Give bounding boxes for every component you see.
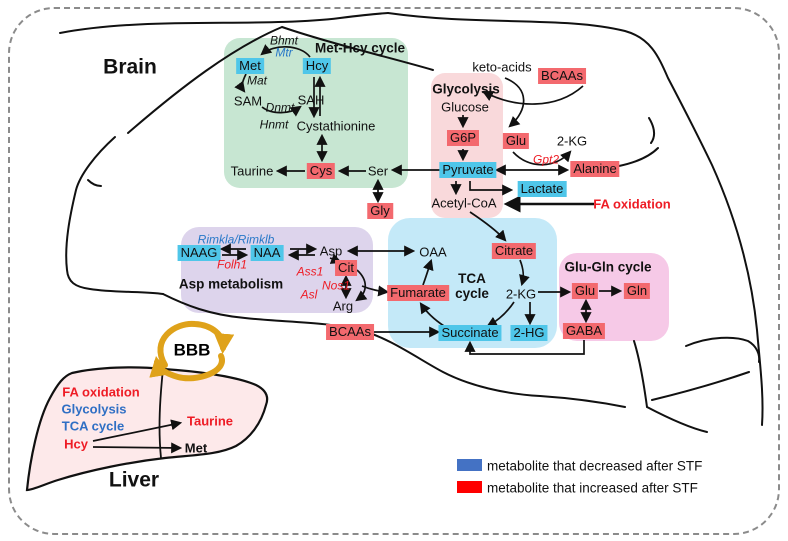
- gene-mtr: Mtr: [275, 45, 293, 60]
- metabolite-sah: SAH: [297, 92, 325, 108]
- metabolite-naa: NAA: [250, 245, 284, 261]
- bbb-cycle-icon: [149, 320, 235, 382]
- metabolite-2hg: 2-HG: [510, 325, 548, 341]
- liver-shape: [25, 366, 269, 492]
- metabolite-glu-glycolysis: Glu: [502, 133, 530, 149]
- legend-increased-label: metabolite that increased after STF: [487, 480, 698, 496]
- metabolite-citrate: Citrate: [491, 243, 537, 259]
- metabolite-ser: Ser: [367, 163, 389, 179]
- metabolite-2kg-glycolysis: 2-KG: [556, 133, 588, 149]
- tca-cycle-title: TCA cycle: [455, 271, 489, 301]
- metabolite-alanine: Alanine: [570, 161, 620, 177]
- metabolite-bcaas-top: BCAAs: [538, 68, 586, 84]
- legend-increased-swatch: [457, 481, 482, 493]
- liver-taurine-label: Taurine: [187, 413, 233, 429]
- glu-gln-cycle-title: Glu-Gln cycle: [564, 259, 652, 275]
- liver-label: Liver: [108, 468, 160, 492]
- gene-dnmt: Dnmt: [265, 100, 295, 115]
- metabolite-2kg-tca: 2-KG: [505, 286, 537, 302]
- metabolite-taurine: Taurine: [230, 163, 274, 179]
- liver-met-label: Met: [184, 440, 208, 456]
- metabolite-arg: Arg: [332, 298, 354, 314]
- metabolite-gaba: GABA: [562, 323, 606, 339]
- gene-asl: Asl: [300, 287, 318, 302]
- gene-gpt2: Gpt2: [532, 152, 560, 167]
- metabolite-bcaas-bottom: BCAAs: [326, 324, 374, 340]
- metabolite-gly: Gly: [367, 203, 393, 219]
- metabolite-asp: Asp: [319, 243, 343, 259]
- gene-ass1: Ass1: [296, 264, 324, 279]
- asp-metabolism-title: Asp metabolism: [178, 276, 284, 292]
- metabolite-naag: NAAG: [177, 245, 221, 261]
- reaction-arrows: [92, 44, 623, 454]
- metabolite-succinate: Succinate: [438, 325, 502, 341]
- gene-rimkla-rimklb: Rimkla/Rimklb: [197, 232, 275, 247]
- metabolite-cystathionine: Cystathionine: [296, 118, 376, 134]
- metabolite-met: Met: [236, 58, 264, 74]
- liver-hcy-label: Hcy: [64, 436, 88, 452]
- metabolite-sam: SAM: [233, 93, 263, 109]
- liver-tca-cycle-label: TCA cycle: [61, 418, 125, 434]
- gene-folh1: Folh1: [216, 257, 248, 272]
- fa-oxidation-brain-label: FA oxidation: [593, 196, 671, 212]
- metabolite-g6p: G6P: [446, 130, 480, 146]
- figure-dashed-border: [8, 7, 780, 535]
- metabolite-cit: Cit: [335, 260, 357, 276]
- liver-glycolysis-label: Glycolysis: [61, 401, 127, 417]
- glycolysis-title: Glycolysis: [432, 81, 500, 97]
- metabolite-pyruvate: Pyruvate: [439, 162, 497, 178]
- gene-mat: Mat: [246, 73, 268, 88]
- metabolite-gln: Gln: [623, 283, 651, 299]
- met-hcy-cycle-title: Met-Hcy cycle: [314, 40, 406, 56]
- metabolite-glucose: Glucose: [441, 99, 489, 115]
- metabolite-cys: Cys: [306, 163, 336, 179]
- metabolite-acetyl-coa: Acetyl-CoA: [431, 195, 497, 211]
- gene-bhmt: Bhmt: [269, 33, 299, 48]
- metabolite-keto-acids: keto-acids: [472, 59, 532, 75]
- legend-decreased-label: metabolite that decreased after STF: [487, 458, 703, 474]
- metabolite-fumarate: Fumarate: [387, 285, 449, 301]
- bbb-label: BBB: [173, 340, 211, 360]
- legend-decreased-swatch: [457, 459, 482, 471]
- metabolite-hcy: Hcy: [302, 58, 332, 74]
- liver-fa-oxidation-label: FA oxidation: [62, 384, 140, 400]
- metabolite-glu: Glu: [571, 283, 599, 299]
- brain-label: Brain: [103, 55, 157, 79]
- metabolite-lactate: Lactate: [517, 181, 567, 197]
- gene-nos1: Nos1: [321, 278, 351, 293]
- gene-hnmt: Hnmt: [259, 117, 289, 132]
- brain-outline: [59, 12, 764, 433]
- metabolite-oaa: OAA: [419, 244, 447, 260]
